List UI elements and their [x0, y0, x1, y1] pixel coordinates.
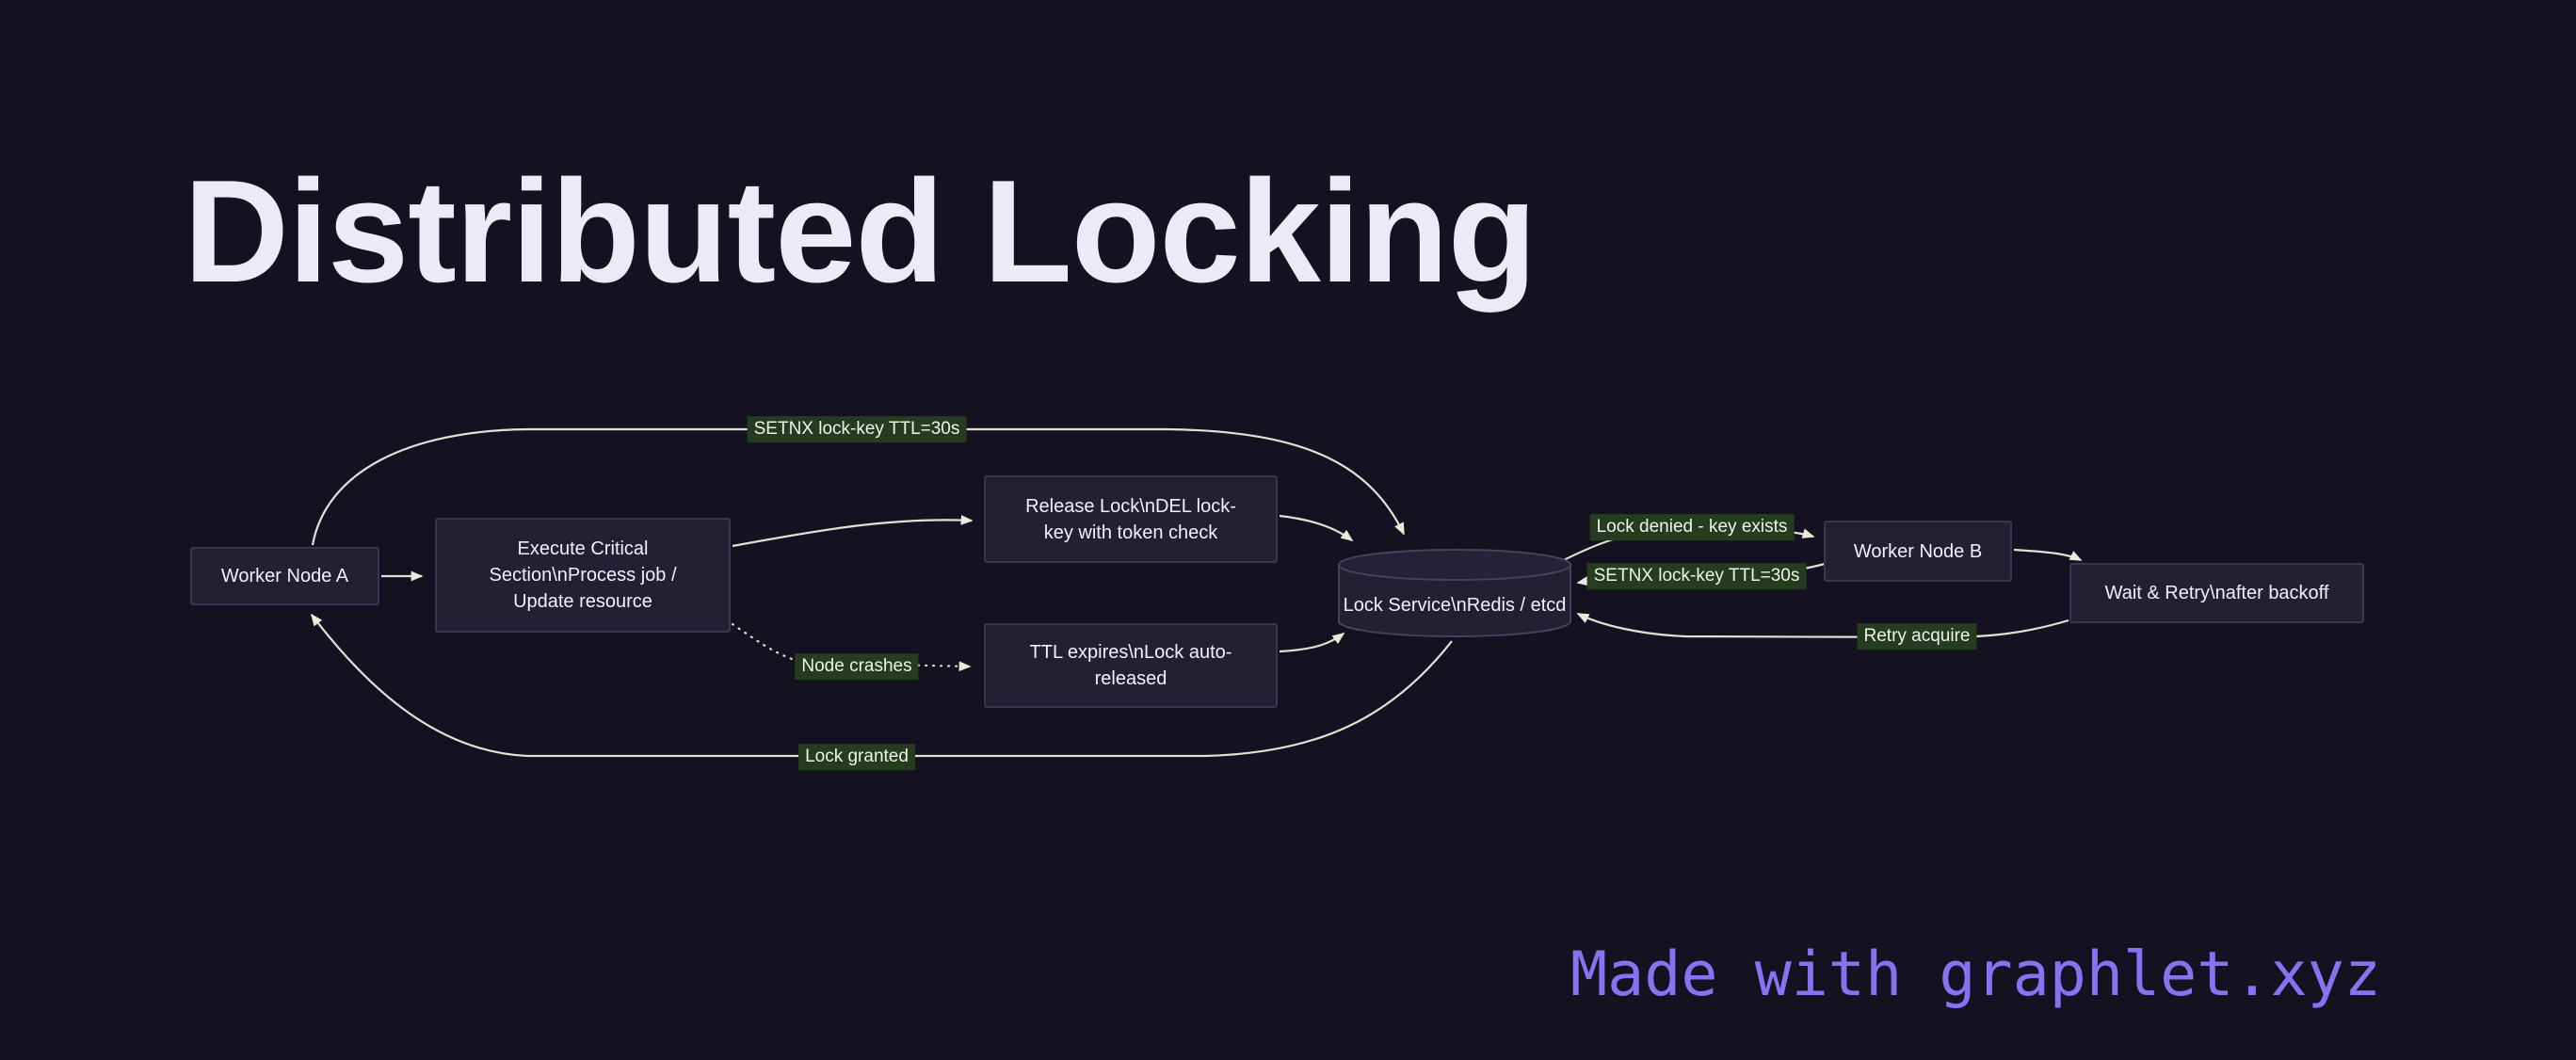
node-ttl-expires[interactable]: TTL expires\nLock auto-released [984, 623, 1278, 708]
node-execute-critical-section[interactable]: Execute Critical Section\nProcess job / … [435, 518, 731, 633]
node-label: TTL expires\nLock auto-released [1029, 642, 1232, 689]
diagram-title: Distributed Locking [184, 150, 1537, 313]
edge-wait-retry-to-lock-service [1576, 613, 2069, 639]
edge-label-lock-denied: Lock denied - key exists [1589, 514, 1795, 540]
edge-release-lock-to-lock-service [1279, 514, 1354, 541]
edge-label-node-crashes: Node crashes [795, 653, 919, 680]
node-label: Release Lock\nDEL lock-key with token ch… [1025, 495, 1236, 543]
node-wait-retry[interactable]: Wait & Retry\nafter backoff [2069, 563, 2364, 623]
edge-label-setnx-lock-key-b: SETNX lock-key TTL=30s [1586, 563, 1807, 589]
edge-execute-critical-to-release-lock [732, 515, 974, 548]
node-label: Wait & Retry\nafter backoff [2104, 583, 2329, 603]
edge-label-lock-granted: Lock granted [798, 744, 915, 770]
edge-worker-b-to-wait-retry [2013, 548, 2083, 561]
graphlet-watermark-link[interactable]: Made with graphlet.xyz [1570, 940, 2381, 1010]
edge-ttl-expires-to-lock-service [1279, 633, 1345, 653]
node-worker-node-b[interactable]: Worker Node B [1824, 521, 2012, 582]
edge-label-retry-acquire: Retry acquire [1857, 623, 1977, 650]
edge-lock-service-to-worker-a [311, 613, 1453, 758]
node-label: Worker Node B [1853, 540, 1983, 562]
node-label: Lock Service\nRedis / etcd [1343, 595, 1567, 616]
cylinder-shape-icon [1338, 549, 1571, 637]
edge-label-setnx-lock-key-a: SETNX lock-key TTL=30s [747, 416, 967, 442]
node-lock-service[interactable]: Lock Service\nRedis / etcd [1337, 548, 1572, 638]
node-label: Worker Node A [220, 566, 349, 586]
node-label: Execute Critical Section\nProcess job / … [489, 538, 677, 612]
node-worker-node-a[interactable]: Worker Node A [190, 547, 379, 605]
node-release-lock[interactable]: Release Lock\nDEL lock-key with token ch… [984, 475, 1278, 563]
edge-execute-critical-to-ttl-expires [731, 622, 972, 672]
